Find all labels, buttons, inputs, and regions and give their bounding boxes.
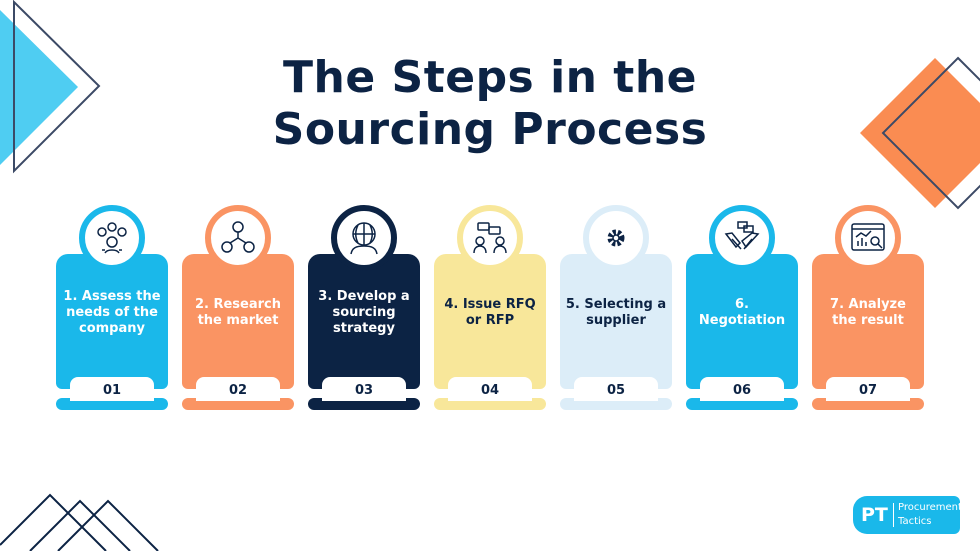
step-bottom-bar — [308, 398, 420, 410]
step-card-2: 2. Research the market 02 — [182, 200, 294, 414]
step-label: 1. Assess the needs of the company — [63, 289, 161, 336]
step-card-7: 7. Analyze the result 07 — [812, 200, 924, 414]
step-icon-circle — [457, 205, 523, 271]
step-card-6: 6. Negotiation 06 — [686, 200, 798, 414]
step-bottom-bar — [812, 398, 924, 410]
step-number: 05 — [574, 377, 658, 401]
step-card-1: 1. Assess the needs of the company 01 — [56, 200, 168, 414]
conversation-icon — [473, 222, 507, 254]
step-bottom-bar — [182, 398, 294, 410]
step-label: 5. Selecting a supplier — [565, 297, 667, 328]
step-card-5: 5. Selecting a supplier 05 — [560, 200, 672, 414]
step-number: 07 — [826, 377, 910, 401]
step-bottom-bar — [434, 398, 546, 410]
step-icon-circle — [79, 205, 145, 271]
step-card-body — [308, 254, 420, 389]
handshake-icon — [724, 221, 760, 250]
step-label: 6. Negotiation — [698, 297, 786, 328]
step-number: 04 — [448, 377, 532, 401]
bottom-left-lines — [0, 493, 159, 551]
step-label: 2. Research the market — [194, 297, 282, 328]
network-people-icon — [221, 221, 255, 253]
step-icon-circle — [205, 205, 271, 271]
outline-triangle — [13, 0, 101, 174]
procurement-tactics-logo: PT Procurement Tactics — [853, 496, 962, 534]
step-number: 03 — [322, 377, 406, 401]
step-icon-circle — [583, 205, 649, 271]
step-card-body — [56, 254, 168, 389]
page-title: The Steps in the Sourcing Process — [272, 52, 708, 155]
step-card-3: 3. Develop a sourcing strategy 03 — [308, 200, 420, 414]
step-number: 06 — [700, 377, 784, 401]
step-label: 3. Develop a sourcing strategy — [318, 289, 410, 336]
step-icon-circle — [835, 205, 901, 271]
step-number: 02 — [196, 377, 280, 401]
step-card-body — [812, 254, 924, 389]
orange-diamond — [860, 58, 980, 208]
step-icon-circle — [709, 205, 775, 271]
blue-triangle — [0, 10, 78, 165]
step-number: 01 — [70, 377, 154, 401]
step-label: 7. Analyze the result — [830, 297, 906, 328]
outline-diamond — [881, 56, 980, 210]
step-bottom-bar — [560, 398, 672, 410]
step-card-body — [434, 254, 546, 389]
gear-icon — [607, 229, 625, 247]
step-icon-circle — [331, 205, 397, 271]
analytics-icon — [851, 223, 885, 251]
step-card-body — [182, 254, 294, 389]
step-card-4: 4. Issue RFQ or RFP 04 — [434, 200, 546, 414]
step-label: 4. Issue RFQ or RFP — [444, 297, 536, 328]
step-card-body — [560, 254, 672, 389]
step-bottom-bar — [686, 398, 798, 410]
step-card-body — [686, 254, 798, 389]
global-team-icon — [350, 222, 378, 255]
needs-assessment-icon — [97, 222, 127, 254]
step-bottom-bar — [56, 398, 168, 410]
